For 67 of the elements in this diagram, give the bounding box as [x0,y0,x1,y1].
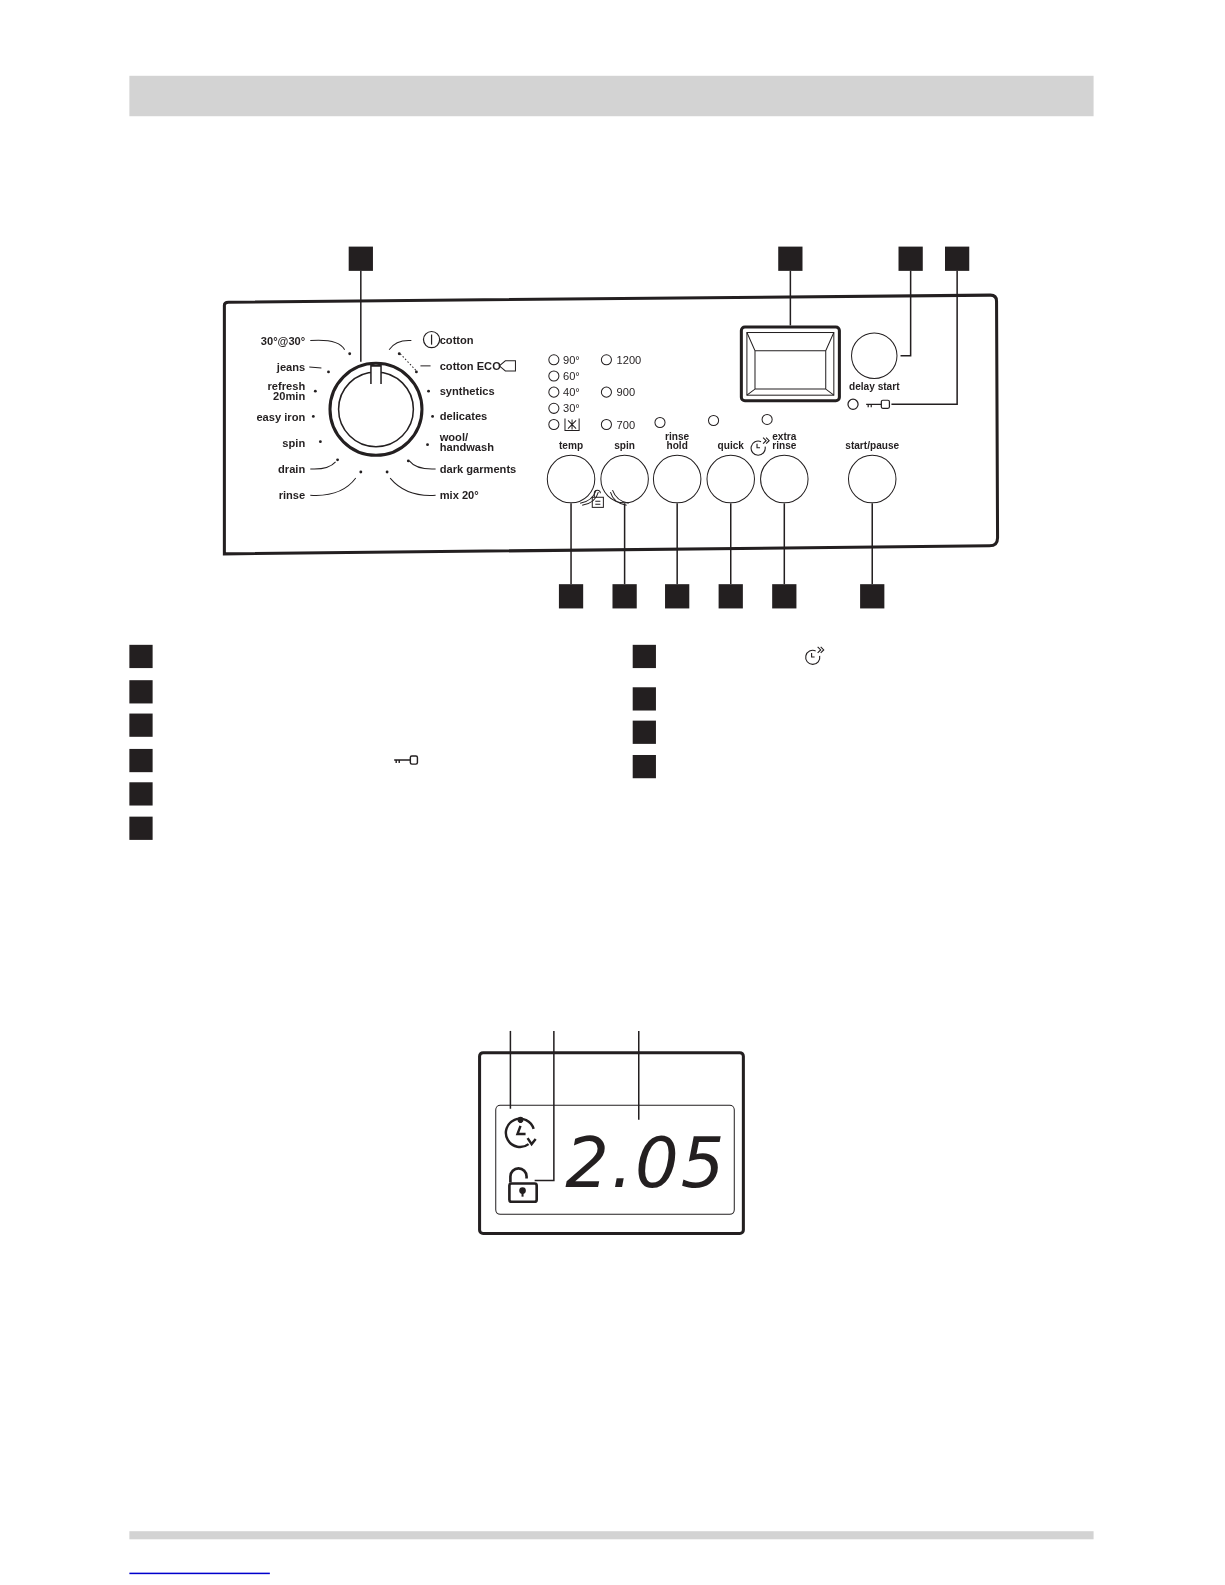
button-label: rinse hold [664,431,691,450]
callout-square [129,680,153,704]
setting-label: drain [278,463,306,474]
callout-square [632,755,656,779]
callout-square [718,584,743,609]
padlock-icon [506,1166,539,1203]
display-frame [478,1051,745,1236]
callout-square [632,644,656,669]
button-label: start/pause [845,440,900,450]
setting-label: spin [282,437,306,448]
setting-label: delicates [439,411,488,422]
leader-line [509,1030,512,1110]
callout-square [129,816,153,840]
leader-line [570,502,572,585]
setting-label: 900 [616,387,636,398]
callout-square [945,246,970,271]
callout-square [129,748,153,773]
setting-label: 1200 [616,354,642,365]
button-label: spin [613,440,636,450]
lock-indicator-icon [846,398,892,411]
leader-line [730,502,732,585]
button-label: quick [716,440,745,450]
setting-label: synthetics [439,386,495,397]
setting-label: 30°@30° [260,335,306,346]
callout-square [632,687,656,711]
program-dial [328,361,424,457]
leader-line [789,270,792,327]
setting-label: refresh 20min [266,381,306,402]
button-label: extra rinse [771,431,798,450]
callout-square [129,713,153,737]
setting-label: 90° [562,354,580,365]
setting-label: 700 [616,419,636,430]
setting-label: jeans [276,361,306,372]
callout-square [612,584,637,609]
leader-line [623,502,626,585]
button-label: delay start [848,382,900,392]
setting-label: 30° [562,403,580,414]
callout-square [665,584,690,609]
callout-square [558,584,584,609]
setting-label: mix 20° [439,490,479,501]
time-readout: 2.05 [559,1123,732,1203]
callout-square [632,720,656,744]
setting-label: wool/ handwash [439,431,496,452]
setting-label: 40° [562,387,580,398]
leader-line [638,1030,640,1121]
setting-label: dark garments [439,463,517,474]
setting-label: easy iron [256,412,306,423]
button-label: temp [557,440,585,450]
setting-label: rinse [278,490,306,501]
leader-line [360,270,362,363]
display-window [739,325,841,403]
callout-square [348,246,373,271]
setting-label: 60° [562,370,580,382]
leader-line [899,270,912,357]
callout-square [129,782,153,806]
leader-line [676,502,678,585]
leader-line [890,270,958,406]
callout-square [860,584,885,609]
callout-square [129,644,153,669]
callout-square [898,246,923,271]
setting-label: cotton [439,334,474,345]
leader-line [871,502,873,585]
leader-line [533,1030,555,1182]
callout-square [772,584,797,609]
leader-line [783,502,786,585]
setting-label: cotton ECO [439,360,501,371]
callout-square [778,246,803,271]
